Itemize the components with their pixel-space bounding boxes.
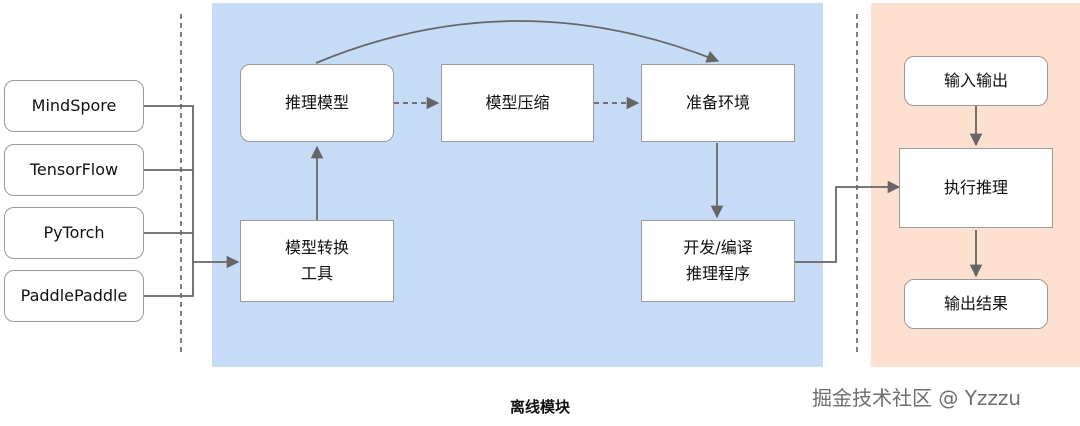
model-conversion-tool-box: 模型转换 工具 [240,220,394,302]
model-compression-box: 模型压缩 [441,64,594,142]
source-mindspore: MindSpore [4,80,144,132]
offline-module-caption: 离线模块 [509,398,570,416]
prepare-environment-box: 准备环境 [641,64,795,142]
edge-model-to-env-curve [315,20,720,64]
edge-dev-to-execute [795,180,901,263]
offline-module-panel [212,3,823,367]
edge-paddle [144,262,194,297]
output-result-box: 输出结果 [904,279,1048,329]
source-paddlepaddle: PaddlePaddle [4,270,144,322]
dev-compile-program-box: 开发/编译 推理程序 [641,220,795,302]
source-pytorch: PyTorch [4,207,144,259]
io-box: 输入输出 [904,56,1048,106]
watermark: 掘金技术社区 @ Yzzzu [812,386,1022,410]
inference-model-box: 推理模型 [240,64,394,142]
edge-mindspore [144,105,194,262]
execute-inference-box: 执行推理 [899,148,1053,228]
source-tensorflow: TensorFlow [4,144,144,196]
